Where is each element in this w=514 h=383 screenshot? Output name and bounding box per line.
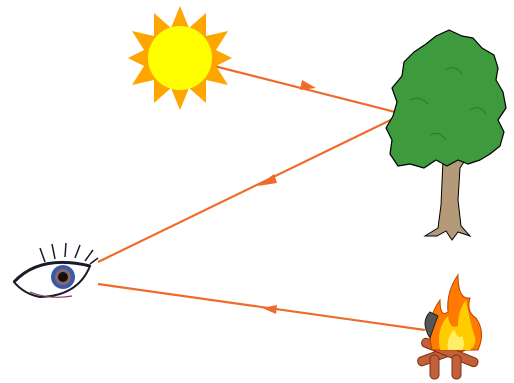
eye-icon [14,243,98,297]
ray-arrowhead [258,174,277,186]
light-rays [98,66,425,330]
ray-arrowhead [300,80,316,90]
fire-flames [430,275,482,350]
campfire-icon [416,275,481,379]
ray-sun-to-tree [214,66,403,114]
ray-tree-to-eye [98,114,403,262]
sun-icon [128,6,232,110]
tree-icon [386,30,506,240]
ray-fire-to-eye [98,284,425,330]
